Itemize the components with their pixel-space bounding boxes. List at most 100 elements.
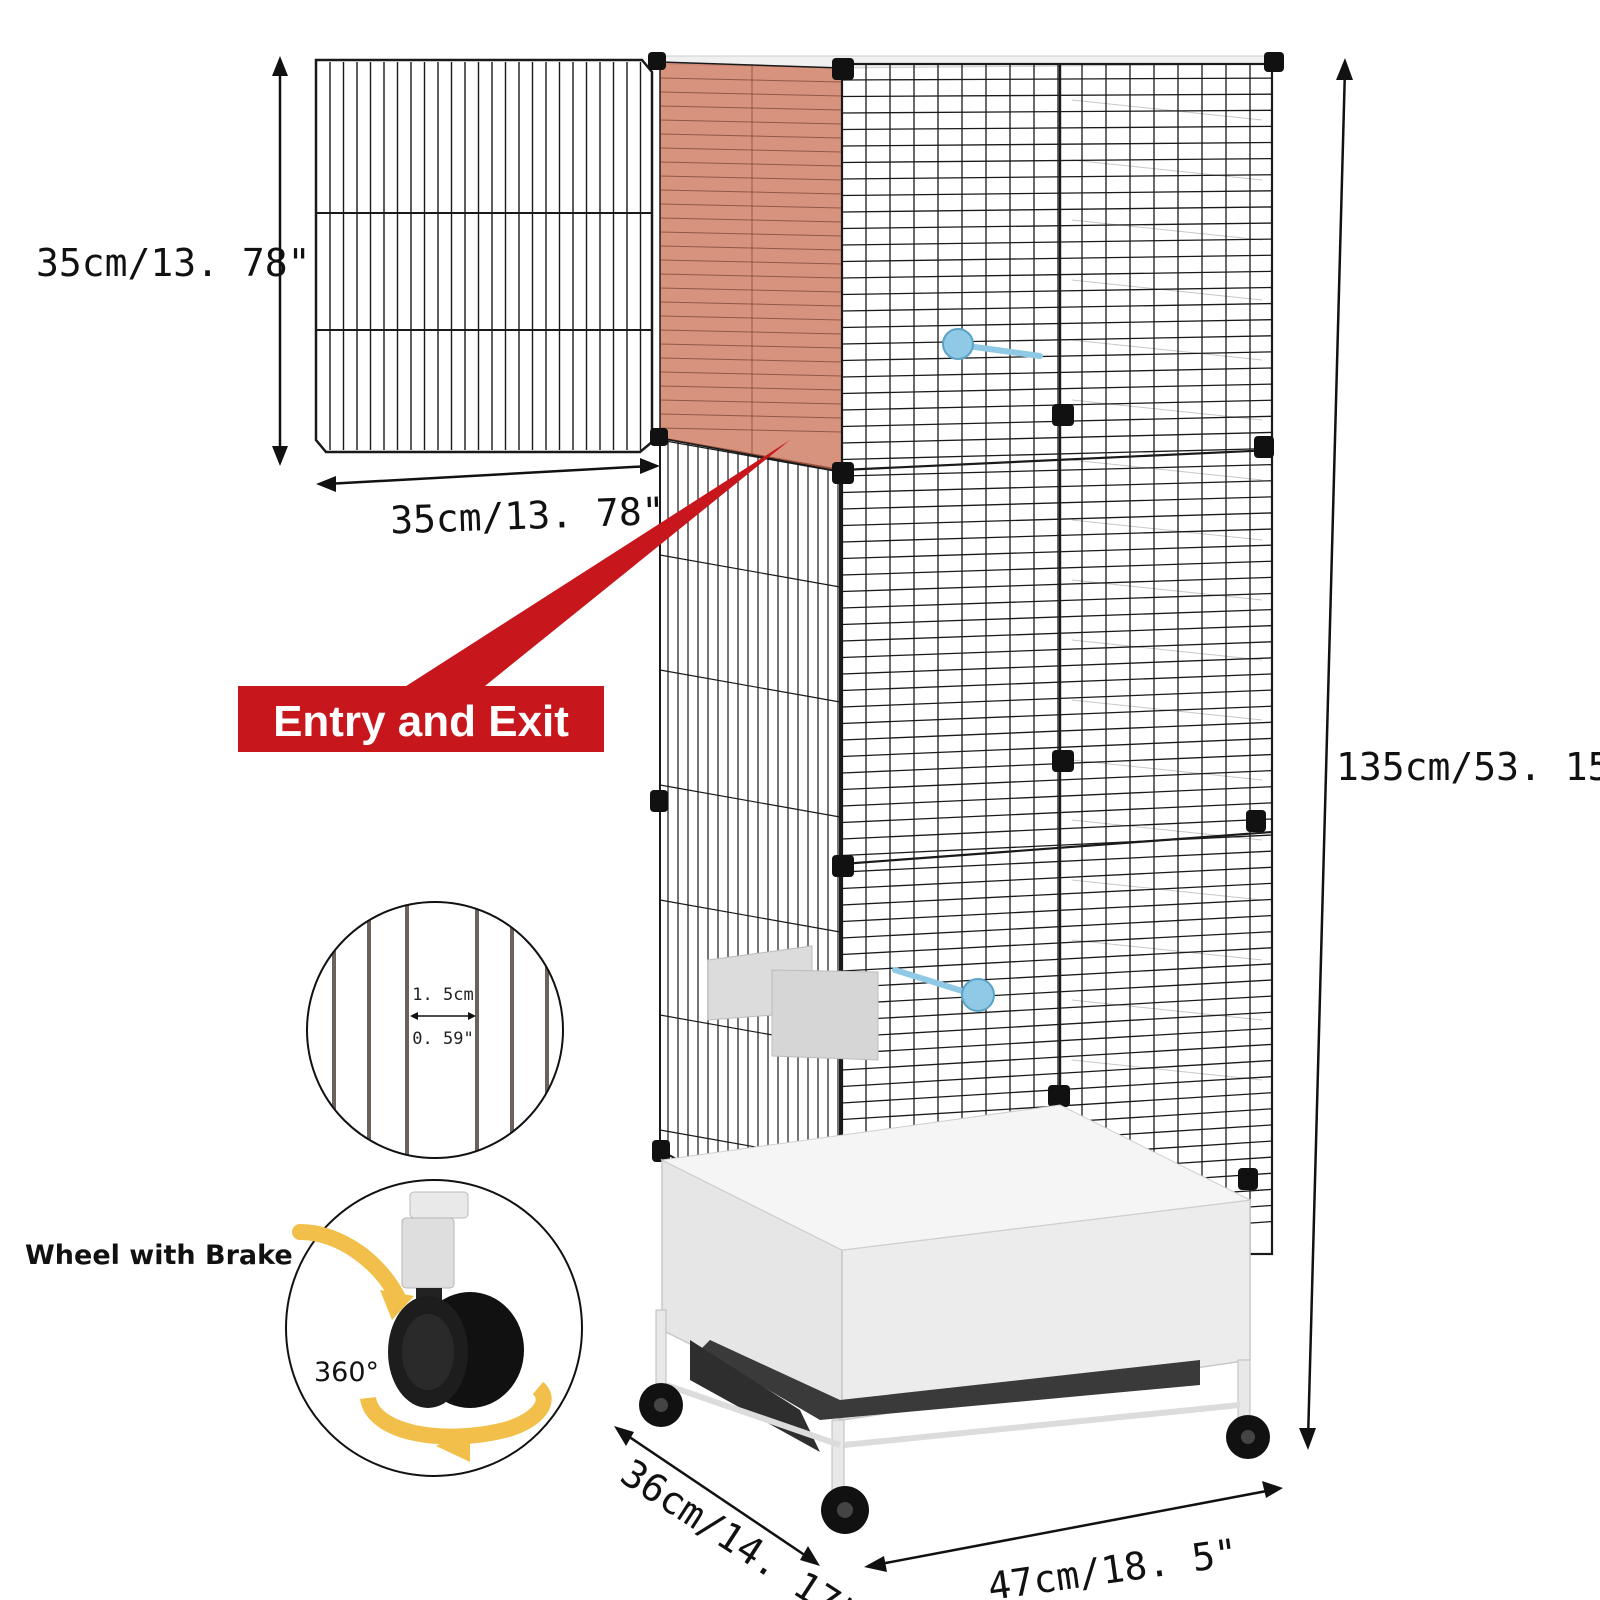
perch-lower bbox=[892, 967, 995, 1012]
wire-bar bbox=[659, 147, 843, 153]
wire-bar bbox=[841, 286, 1273, 296]
wire-bar bbox=[841, 447, 1273, 461]
wheel-stand bbox=[639, 1309, 1270, 1534]
wire-bar bbox=[841, 721, 1273, 741]
wire-bar bbox=[1071, 99, 1263, 121]
wire-bar bbox=[841, 560, 1273, 576]
base-tray bbox=[660, 1104, 1252, 1422]
wire-bar bbox=[659, 175, 843, 181]
wire-bar bbox=[841, 93, 1273, 98]
entry-exit-label: Entry and Exit bbox=[273, 697, 569, 746]
wire-bar bbox=[841, 77, 1273, 81]
cage-height-label: 135cm/53. 15" bbox=[1336, 745, 1600, 789]
wire-bar bbox=[841, 818, 1273, 840]
cage-height-dimension: 135cm/53. 15" bbox=[1299, 58, 1600, 1450]
wire-bar bbox=[841, 1027, 1273, 1055]
cage-front-grid bbox=[840, 62, 1274, 1256]
wire-bar bbox=[841, 335, 1273, 345]
wire-bar bbox=[841, 1011, 1273, 1038]
wire-bar bbox=[841, 157, 1273, 164]
wire-bar bbox=[659, 105, 843, 111]
wire-bar bbox=[659, 273, 843, 279]
wire-bar bbox=[659, 385, 843, 391]
wire-bar bbox=[1071, 939, 1263, 961]
wire-bar bbox=[841, 319, 1273, 329]
wire-bar bbox=[841, 302, 1273, 312]
wire-bar bbox=[659, 301, 843, 307]
wire-bar bbox=[841, 496, 1273, 510]
wire-bar bbox=[659, 119, 843, 125]
wire-bar bbox=[841, 351, 1273, 362]
wire-bar bbox=[1071, 519, 1263, 541]
wire-bar bbox=[841, 689, 1273, 708]
wire-bar bbox=[659, 91, 843, 97]
wire-bar bbox=[841, 480, 1273, 494]
wire-bar bbox=[659, 217, 843, 223]
wire-bar bbox=[1071, 759, 1263, 781]
wire-bar bbox=[841, 931, 1273, 956]
wire-bar bbox=[841, 1043, 1273, 1071]
cage bbox=[639, 52, 1284, 1534]
wire-bar bbox=[1071, 159, 1263, 181]
spacing-in-label: 0. 59" bbox=[412, 1029, 473, 1049]
cage-width-label: 47cm/18. 5" bbox=[985, 1530, 1240, 1600]
wire-bar bbox=[841, 608, 1273, 626]
wire-bar bbox=[659, 161, 843, 167]
wire-bar bbox=[841, 850, 1273, 873]
wire-bar bbox=[841, 898, 1273, 923]
wire-bar bbox=[841, 367, 1273, 378]
wire-bar bbox=[1071, 879, 1263, 901]
wire-bar bbox=[841, 947, 1273, 972]
wire-bar bbox=[841, 1059, 1273, 1088]
wire-bar bbox=[841, 737, 1273, 758]
door-width-label: 35cm/13. 78" bbox=[389, 489, 665, 543]
wire-bar bbox=[841, 979, 1273, 1005]
wire-bar bbox=[1071, 1059, 1263, 1081]
wire-bar bbox=[841, 206, 1273, 213]
wire-bar bbox=[659, 899, 841, 933]
perch-upper bbox=[942, 328, 1043, 360]
wire-bar bbox=[1071, 999, 1263, 1021]
wire-bar bbox=[659, 554, 841, 588]
wire-bar bbox=[841, 512, 1273, 527]
wire-bar bbox=[841, 641, 1273, 659]
wire-bar bbox=[1071, 339, 1263, 361]
feeder-box bbox=[707, 945, 879, 1061]
wire-bar bbox=[659, 399, 843, 405]
wire-bar bbox=[659, 287, 843, 293]
wire-bar bbox=[841, 963, 1273, 989]
wire-bar bbox=[659, 203, 843, 209]
wire-bar bbox=[841, 254, 1273, 263]
wire-bar bbox=[841, 705, 1273, 725]
wire-bar bbox=[659, 343, 843, 349]
wire-bar bbox=[841, 109, 1273, 114]
wire-bar bbox=[841, 673, 1273, 692]
door-height-dimension: 35cm/13. 78" bbox=[36, 56, 311, 466]
wire-bar bbox=[659, 371, 843, 377]
wire-bar bbox=[659, 231, 843, 237]
spacing-cm-label: 1. 5cm bbox=[412, 985, 473, 1005]
wire-bar bbox=[841, 866, 1273, 890]
rotation-label: 360° bbox=[314, 1357, 379, 1388]
door-height-label: 35cm/13. 78" bbox=[36, 241, 311, 285]
wire-bar bbox=[841, 769, 1273, 791]
wheel-brake-label: Wheel with Brake bbox=[25, 1240, 293, 1271]
wire-bar bbox=[659, 133, 843, 139]
wire-bar bbox=[659, 357, 843, 363]
door-panel bbox=[314, 58, 654, 454]
wire-bar bbox=[841, 222, 1273, 230]
wire-bar bbox=[659, 784, 841, 818]
wire-spacing-detail-icon: 1. 5cm 0. 59" bbox=[306, 901, 564, 1159]
wire-bar bbox=[659, 413, 843, 419]
wire-bar bbox=[659, 259, 843, 265]
wire-bar bbox=[841, 657, 1273, 675]
wire-bar bbox=[1071, 279, 1263, 301]
wire-bar bbox=[659, 329, 843, 335]
wire-bar bbox=[841, 141, 1273, 147]
cage-side-grid bbox=[659, 436, 841, 1252]
wire-bar bbox=[659, 427, 843, 433]
wire-bar bbox=[1071, 639, 1263, 661]
wire-bar bbox=[841, 383, 1273, 395]
wire-bar bbox=[659, 245, 843, 251]
wire-bar bbox=[841, 592, 1273, 609]
